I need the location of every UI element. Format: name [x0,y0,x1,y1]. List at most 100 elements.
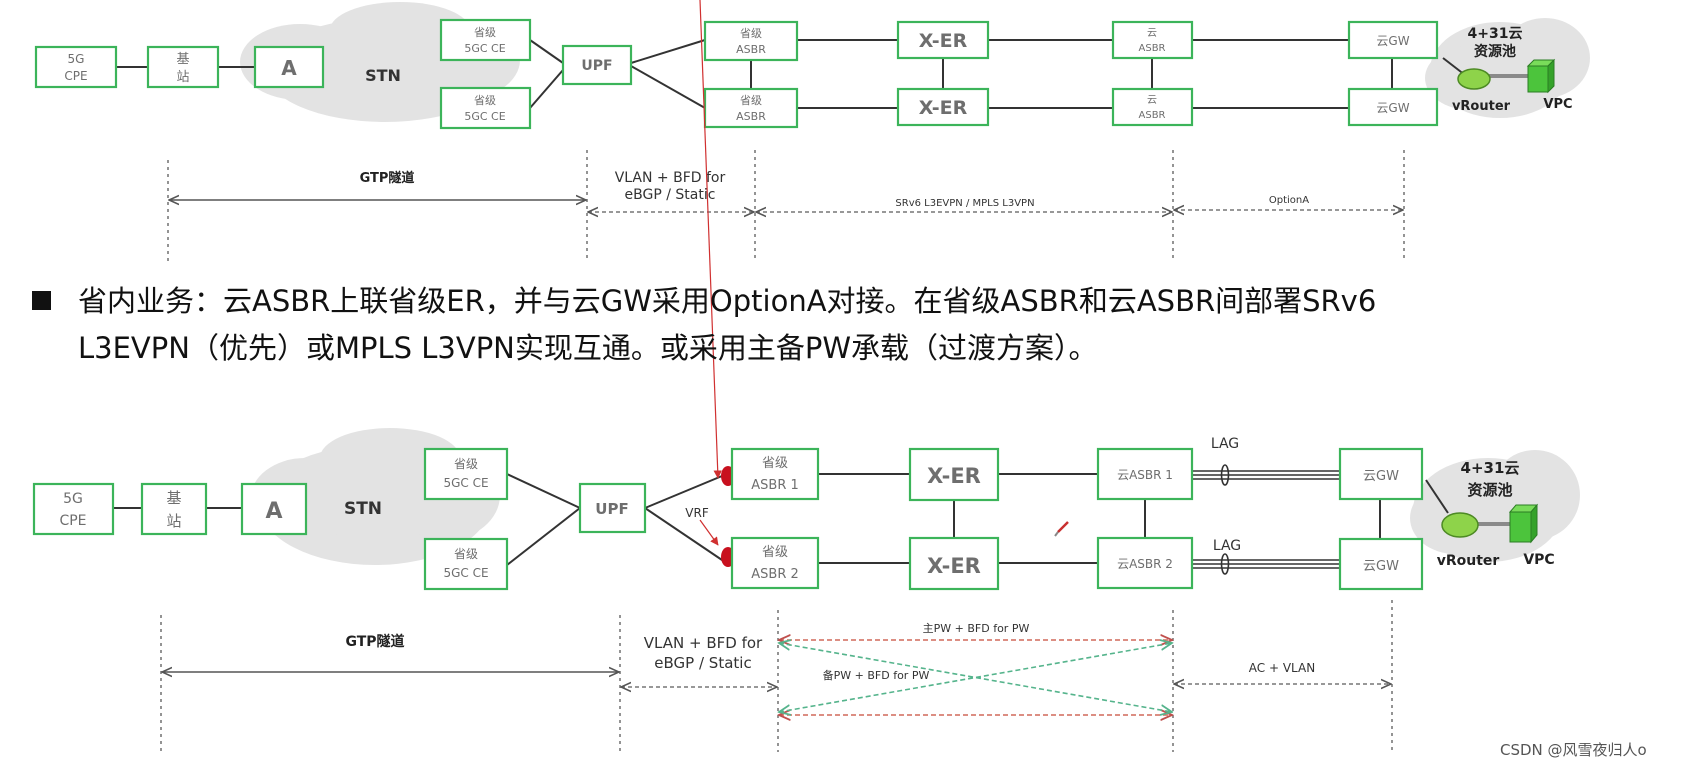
ce-top-line2: 5GC CE [464,42,505,55]
asbr-top-line2: ASBR [736,43,766,56]
pool-line1: 4+31云 [1468,26,1523,42]
asbr1-line2: ASBR 1 [751,478,799,493]
bottom-node-xer-bottom: X-ER [908,536,1000,591]
top-node-asbr-top: 省级 ASBR [703,20,799,62]
base-station-line2-b: 站 [166,512,181,530]
xer-top-label-b: X-ER [927,464,981,488]
vlan-line1-b: VLAN + BFD for [644,634,763,652]
top-node-ce-bottom: 省级 5GC CE [439,86,532,130]
bottom-node-xer-top: X-ER [908,447,1000,502]
main-pw-label: 主PW + BFD for PW [923,622,1030,635]
bottom-node-base-station: 基 站 [140,482,208,536]
cloud-asbr-top-line1: 云 [1147,28,1157,39]
backup-pw-label: 备PW + BFD for PW [823,668,930,682]
gtp-label-b: GTP隧道 [345,633,404,650]
top-node-cloud-asbr-top: 云 ASBR [1111,20,1194,60]
bottom-node-ce-bottom: 省级 5GC CE [423,537,509,591]
bottom-node-upf: UPF [578,482,647,534]
top-links [116,39,1393,109]
cpe-line1-b: 5G [63,491,83,507]
cloudgw-top-label: 云GW [1376,34,1409,48]
stn-label: STN [365,66,401,85]
gtp-label: GTP隧道 [360,170,415,186]
pointer-mark [1054,521,1069,537]
bottom-diagram: STN [32,0,1580,752]
bottom-node-5g-cpe: 5G CPE [32,482,115,536]
pool-line2-b: 资源池 [1467,481,1512,499]
xer-bottom-label: X-ER [919,97,968,119]
lag-top-label: LAG [1211,436,1239,452]
cpe-line1: 5G [68,52,85,66]
asbr2-line2: ASBR 2 [751,567,799,582]
asbr2-line1: 省级 [762,545,788,560]
bottom-node-cloudgw-bottom: 云GW [1338,537,1424,591]
top-diagram: STN 5G [34,2,1590,262]
cloud-asbr-bottom-line1: 云 [1147,95,1157,106]
lag-bottom-label: LAG [1213,538,1241,554]
cloud-asbr1-label: 云ASBR 1 [1117,468,1173,482]
cpe-line2: CPE [64,69,87,83]
ce-top-line1-b: 省级 [454,457,478,471]
ce-bottom-line1-b: 省级 [454,547,478,561]
a-label: A [281,56,297,80]
vrouter-icon [1457,68,1491,90]
vpc-icon-b [1509,511,1532,543]
ac-vlan-label: AC + VLAN [1249,661,1315,675]
bottom-node-a: A [240,482,308,536]
asbr1-line1: 省级 [762,456,788,471]
base-station-line2: 站 [176,70,189,85]
cloud-asbr2-label: 云ASBR 2 [1117,557,1173,571]
vlan-line2: eBGP / Static [625,187,716,203]
asbr-bottom-line1: 省级 [740,94,762,107]
watermark: CSDN @风雪夜归人o [1500,741,1647,759]
bottom-node-cloudgw-top: 云GW [1338,447,1424,501]
upf-label-b: UPF [595,500,628,518]
top-node-xer-bottom: X-ER [896,87,990,127]
vpc-label-b: VPC [1523,552,1554,568]
top-node-asbr-bottom: 省级 ASBR [703,87,799,129]
ce-top-line2-b: 5GC CE [443,476,488,490]
bottom-resource-pool: 4+31云 资源池 vRouter VPC [1425,459,1555,569]
top-node-cloudgw-top: 云GW [1347,20,1439,60]
cpe-line2-b: CPE [59,513,86,529]
bullet-marker [32,291,51,310]
vrouter-icon-b [1441,512,1479,538]
bottom-links: LAG LAG [113,436,1381,575]
a-label-b: A [265,499,282,524]
bottom-node-asbr1: 省级 ASBR 1 [730,447,820,501]
vpc-label: VPC [1543,97,1572,112]
ce-top-line1: 省级 [474,26,496,39]
srv6-label: SRv6 L3EVPN / MPLS L3VPN [895,198,1034,209]
asbr-bottom-line2: ASBR [736,110,766,123]
top-node-upf: UPF [561,44,633,86]
bottom-node-cloud-asbr2: 云ASBR 2 [1096,536,1194,590]
bottom-node-asbr2: 省级 ASBR 2 [730,536,820,590]
top-node-a: A [253,45,325,89]
pool-line2: 资源池 [1474,43,1516,60]
xer-top-label: X-ER [919,30,968,52]
base-station-line1: 基 [176,52,189,67]
ce-bottom-line2-b: 5GC CE [443,566,488,580]
top-node-ce-top: 省级 5GC CE [439,18,532,62]
upf-label: UPF [581,58,612,74]
bottom-segments: GTP隧道 VLAN + BFD for eBGP / Static 主PW +… [160,600,1393,752]
vrf-markers: VRF [685,0,735,567]
cloudgw-bottom-label-b: 云GW [1363,559,1399,574]
asbr-top-line1: 省级 [740,27,762,40]
bottom-node-ce-top: 省级 5GC CE [423,447,509,501]
pool-line1-b: 4+31云 [1461,459,1520,477]
description-text: 省内业务：云ASBR上联省级ER，并与云GW采用OptionA对接。在省级ASB… [32,278,1692,372]
xer-bottom-label-b: X-ER [927,554,981,578]
vrf-label: VRF [685,506,709,520]
top-node-cloud-asbr-bottom: 云 ASBR [1111,87,1194,127]
cloudgw-bottom-label: 云GW [1376,101,1409,115]
cloud-asbr-bottom-line2: ASBR [1139,110,1166,121]
description-line-1: 省内业务：云ASBR上联省级ER，并与云GW采用OptionA对接。在省级ASB… [78,284,1377,318]
top-node-base-station: 基 站 [146,45,220,89]
optiona-label: OptionA [1269,195,1309,206]
vrouter-label-b: vRouter [1437,553,1500,569]
vlan-line1: VLAN + BFD for [615,170,726,186]
ce-bottom-line1: 省级 [474,94,496,107]
